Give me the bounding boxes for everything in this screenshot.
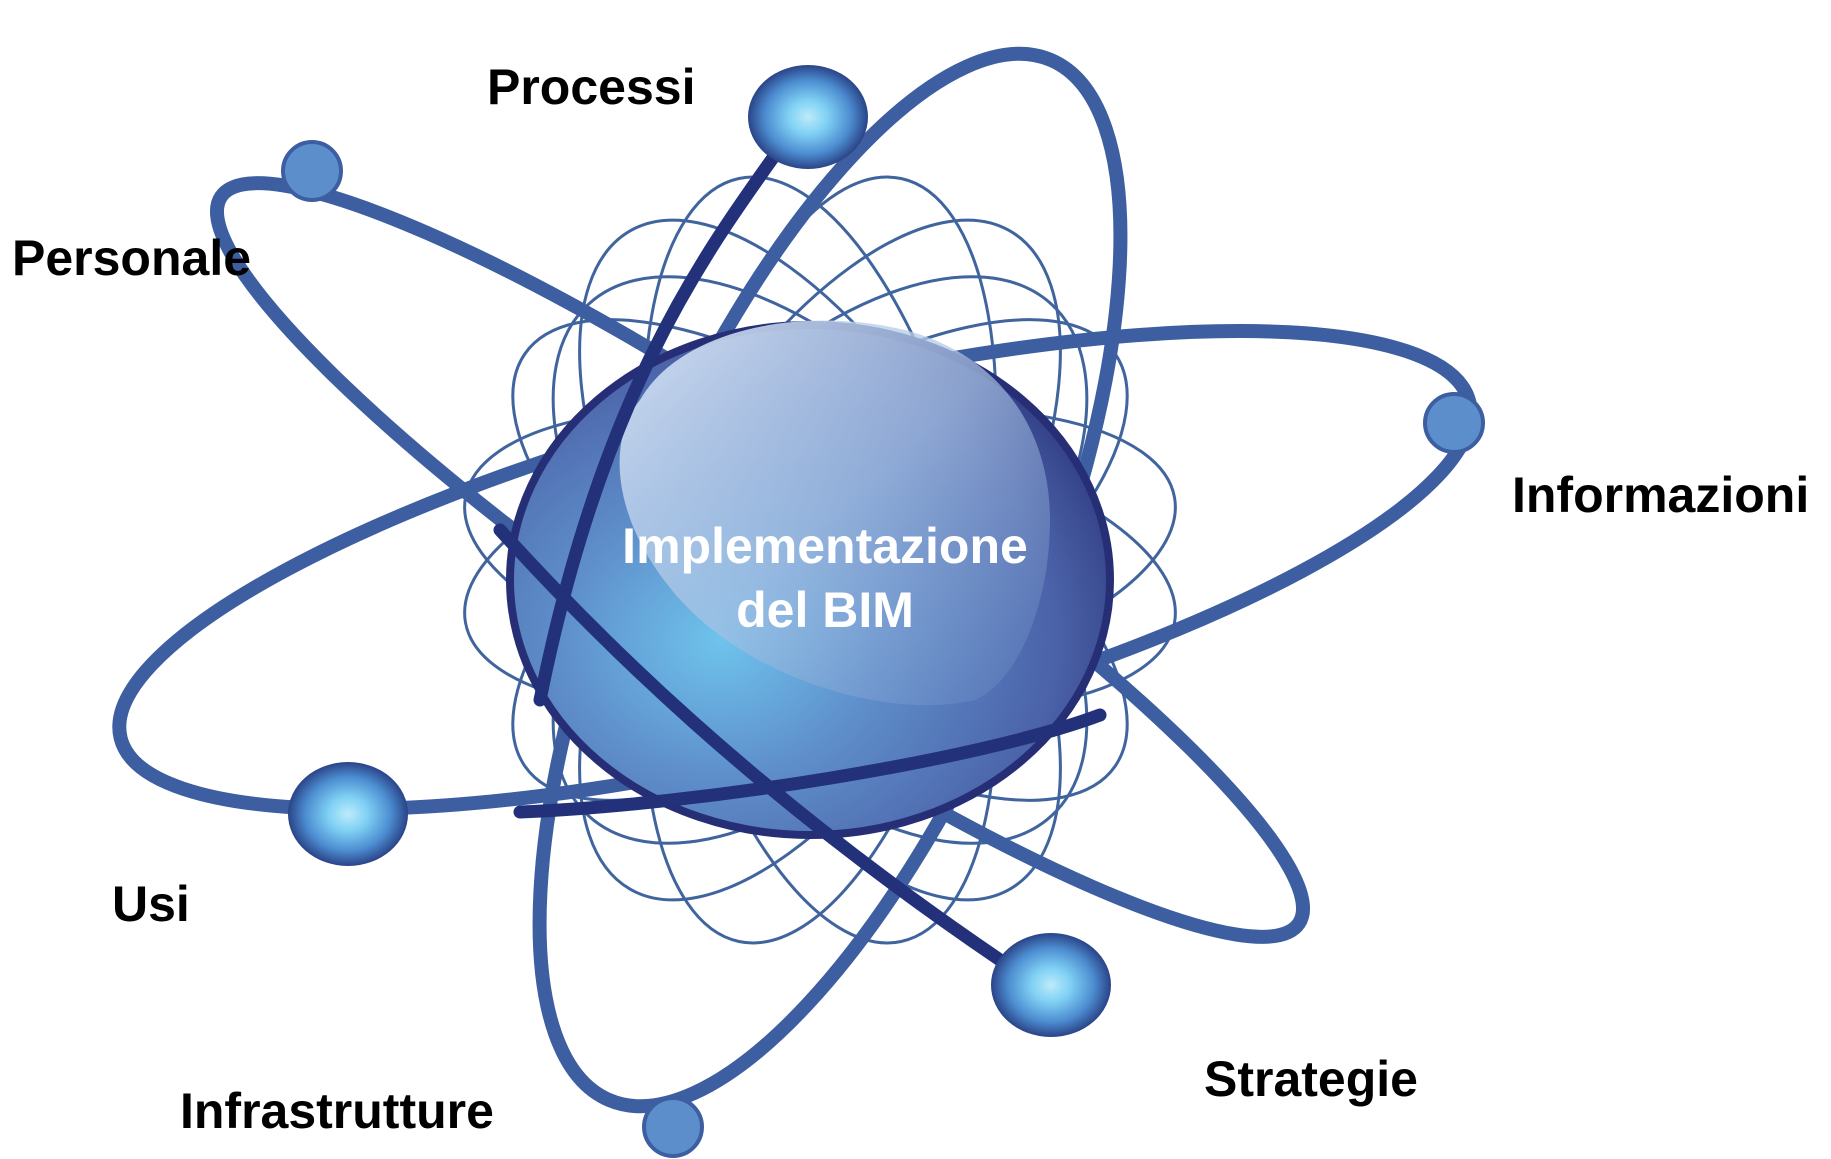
- svg-text:Implementazione: Implementazione: [622, 518, 1028, 574]
- svg-text:Processi: Processi: [487, 59, 695, 115]
- label-processi: Processi: [487, 59, 695, 115]
- label-usi: Usi: [112, 876, 190, 932]
- front-arc-processi-infrastrutture: [533, 148, 782, 707]
- nucleus-highlight: [619, 320, 1050, 706]
- svg-text:Strategie: Strategie: [1204, 1051, 1418, 1107]
- node-usi-sphere: [288, 762, 408, 866]
- svg-text:Usi: Usi: [112, 876, 190, 932]
- node-strategie-sphere: [991, 933, 1111, 1037]
- label-infrastrutture: Infrastrutture: [180, 1083, 494, 1139]
- big-nodes: [288, 65, 1111, 1037]
- node-labels: Processi Personale Informazioni Usi Infr…: [12, 59, 1809, 1139]
- label-personale: Personale: [12, 230, 251, 286]
- node-processi-sphere: [748, 65, 868, 169]
- center-label-line2: del BIM: [736, 582, 914, 638]
- nucleus: Implementazione del BIM: [506, 320, 1114, 839]
- svg-text:del BIM: del BIM: [736, 582, 914, 638]
- svg-text:Personale: Personale: [12, 230, 251, 286]
- label-strategie: Strategie: [1204, 1051, 1418, 1107]
- front-arc-informazioni-usi: [513, 708, 1107, 819]
- center-label-line1: Implementazione: [622, 518, 1028, 574]
- label-informazioni: Informazioni: [1512, 467, 1809, 523]
- node-infrastrutture-dot: [642, 1096, 704, 1158]
- svg-text:Informazioni: Informazioni: [1512, 467, 1809, 523]
- front-arc-personale-strategie: [493, 523, 1007, 967]
- small-nodes: [281, 140, 1485, 1158]
- svg-text:Infrastrutture: Infrastrutture: [180, 1083, 494, 1139]
- node-informazioni-dot: [1423, 392, 1485, 454]
- front-orbit-arcs: [493, 148, 1107, 967]
- node-personale-dot: [281, 140, 343, 202]
